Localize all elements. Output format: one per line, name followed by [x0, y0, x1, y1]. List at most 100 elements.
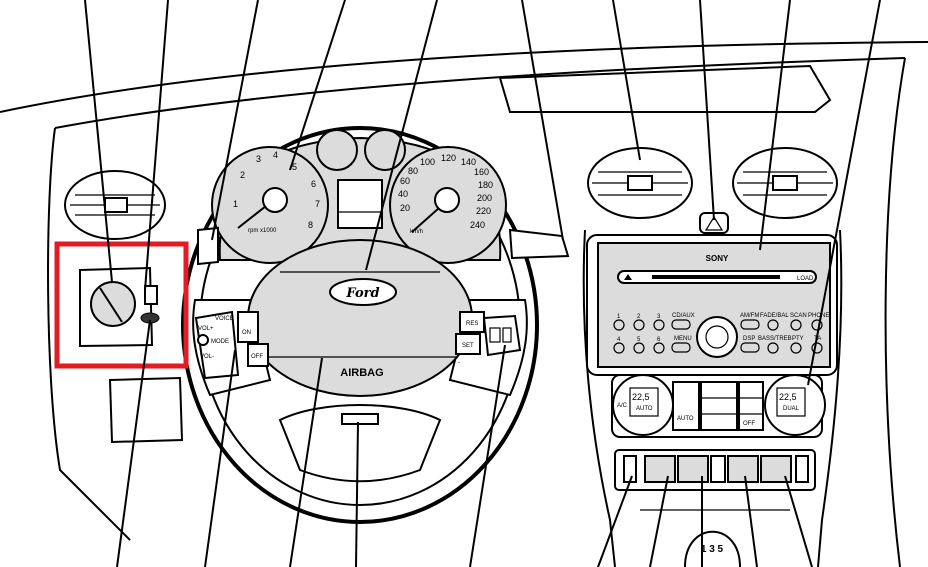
load-button[interactable]: LOAD — [797, 276, 814, 282]
speed-tick: 120 — [441, 153, 456, 163]
off-label: OFF — [251, 354, 263, 360]
instrument-dimmer[interactable] — [144, 285, 158, 305]
right-temp-readout: 22,5 — [779, 392, 797, 402]
right-seat-heater-button[interactable] — [795, 455, 809, 483]
fuel-gauge — [364, 129, 406, 171]
tach-tick: 1 — [233, 199, 238, 209]
center-right-air-vent[interactable] — [732, 147, 838, 219]
preset-1[interactable]: 1 — [617, 314, 621, 320]
audio-steering-controls[interactable]: VOICE VOL+ MODE VOL- — [194, 310, 240, 380]
speed-tick: 20 — [400, 203, 410, 213]
speed-tick: 160 — [474, 167, 489, 177]
front-demister-button[interactable] — [677, 455, 709, 483]
voice-label: VOICE — [215, 316, 234, 322]
climate-off-button[interactable]: OFF — [743, 421, 755, 427]
dual-label: DUAL — [783, 406, 800, 412]
set-label: SET — [462, 343, 474, 349]
auto-button[interactable]: AUTO — [677, 416, 694, 422]
climate-control-panel: A/C 22,5 AUTO AUTO OFF 22,5 DUAL — [611, 374, 826, 438]
airbag-label: AIRBAG — [340, 367, 383, 379]
right-temp-dial[interactable] — [764, 374, 826, 436]
speed-tick: 240 — [470, 220, 485, 230]
message-display — [337, 179, 383, 229]
dashboard-top-edge — [0, 41, 928, 113]
preset-3[interactable]: 3 — [657, 314, 661, 320]
speed-tick: 100 — [420, 157, 435, 167]
cruise-on-button[interactable]: ON — [237, 311, 259, 343]
tach-tick: 4 — [273, 150, 278, 160]
instrument-cluster: 1 2 3 4 5 6 7 8 rpm x1000 20 40 60 80 10… — [211, 129, 507, 264]
indicator-stalk[interactable] — [197, 226, 219, 266]
navigation-dial[interactable] — [696, 316, 738, 358]
scan-button[interactable]: SCAN — [790, 313, 807, 319]
mode-label: MODE — [211, 339, 229, 345]
ford-logo-text: Ford — [345, 286, 379, 301]
pty-button[interactable]: PTY — [792, 336, 804, 342]
left-auto-label: AUTO — [636, 406, 653, 412]
left-air-vent[interactable] — [64, 170, 166, 240]
speed-tick: 220 — [476, 206, 491, 216]
speed-tick: 60 — [400, 176, 410, 186]
glovebox-upper — [498, 64, 832, 113]
am-fm-button[interactable]: AM/FM — [740, 313, 759, 319]
grille-strip — [710, 455, 726, 483]
preset-6[interactable]: 6 — [657, 337, 661, 343]
traction-control-button[interactable] — [644, 455, 676, 483]
tach-tick: 8 — [308, 220, 313, 230]
headlight-switch[interactable] — [90, 281, 136, 327]
vol-minus-label: VOL- — [200, 354, 214, 360]
preset-4[interactable]: 4 — [617, 337, 621, 343]
callout-lines — [84, 0, 881, 567]
tach-tick: 3 — [256, 154, 261, 164]
res-label: RES — [466, 321, 478, 327]
ford-logo — [329, 278, 397, 306]
steering-wheel-rim — [181, 126, 539, 524]
preset-buttons[interactable]: 1 2 3 4 5 6 — [613, 314, 665, 354]
ac-button[interactable]: A/C — [617, 403, 628, 409]
center-console-edge — [582, 229, 616, 567]
fade-bal-button[interactable]: FADE/BAL — [760, 313, 789, 319]
tach-tick: 7 — [315, 199, 320, 209]
rear-demister-button[interactable] — [727, 455, 759, 483]
tach-unit: rpm x1000 — [248, 228, 277, 234]
speed-tick: 200 — [477, 193, 492, 203]
light-switch-panel — [79, 266, 160, 348]
speed-tick: 180 — [478, 180, 493, 190]
eject-icon[interactable] — [624, 274, 632, 280]
bass-treb-button[interactable]: BASS/TREB — [758, 336, 792, 342]
dashboard-top-inner — [54, 57, 906, 129]
tach-tick: 2 — [240, 170, 245, 180]
phone-button[interactable]: PHONE — [808, 313, 829, 319]
dashboard-right-side — [884, 57, 906, 567]
minus-label: - — [458, 360, 460, 366]
menu-button[interactable]: MENU — [674, 336, 692, 342]
speed-tick: 80 — [408, 166, 418, 176]
radio-brand: SONY — [706, 254, 729, 263]
center-left-air-vent[interactable] — [587, 147, 693, 219]
dsp-button[interactable]: DSP — [743, 336, 755, 342]
center-console-edge-right — [817, 229, 843, 567]
preset-5[interactable]: 5 — [637, 337, 641, 343]
dashboard-left-side — [47, 127, 131, 541]
vol-plus-label: VOL+ — [198, 326, 214, 332]
left-temp-readout: 22,5 — [632, 392, 650, 402]
wiper-stalk[interactable] — [508, 228, 570, 260]
cruise-off-button[interactable]: OFF — [247, 343, 269, 367]
speed-unit: km/h — [410, 229, 423, 235]
tach-tick: 6 — [311, 179, 316, 189]
radio-unit: SONY LOAD 1 2 3 4 5 6 CD/AUX MENU AM/FM … — [586, 234, 838, 376]
steering-spoke-bottom — [278, 404, 442, 483]
highlight-box — [54, 241, 189, 369]
on-label: ON — [242, 330, 251, 336]
temperature-gauge — [316, 129, 358, 171]
speed-tick: 140 — [461, 157, 476, 167]
phone-steering-controls[interactable] — [482, 314, 522, 357]
gear-pattern: 1 3 5 — [701, 544, 724, 555]
preset-2[interactable]: 2 — [637, 314, 641, 320]
left-seat-heater-button[interactable] — [623, 455, 637, 483]
cd-aux-button[interactable]: CD/AUX — [672, 313, 695, 319]
lower-switch-panel: 1 3 5 — [614, 449, 816, 567]
glovebox-left — [108, 376, 184, 444]
